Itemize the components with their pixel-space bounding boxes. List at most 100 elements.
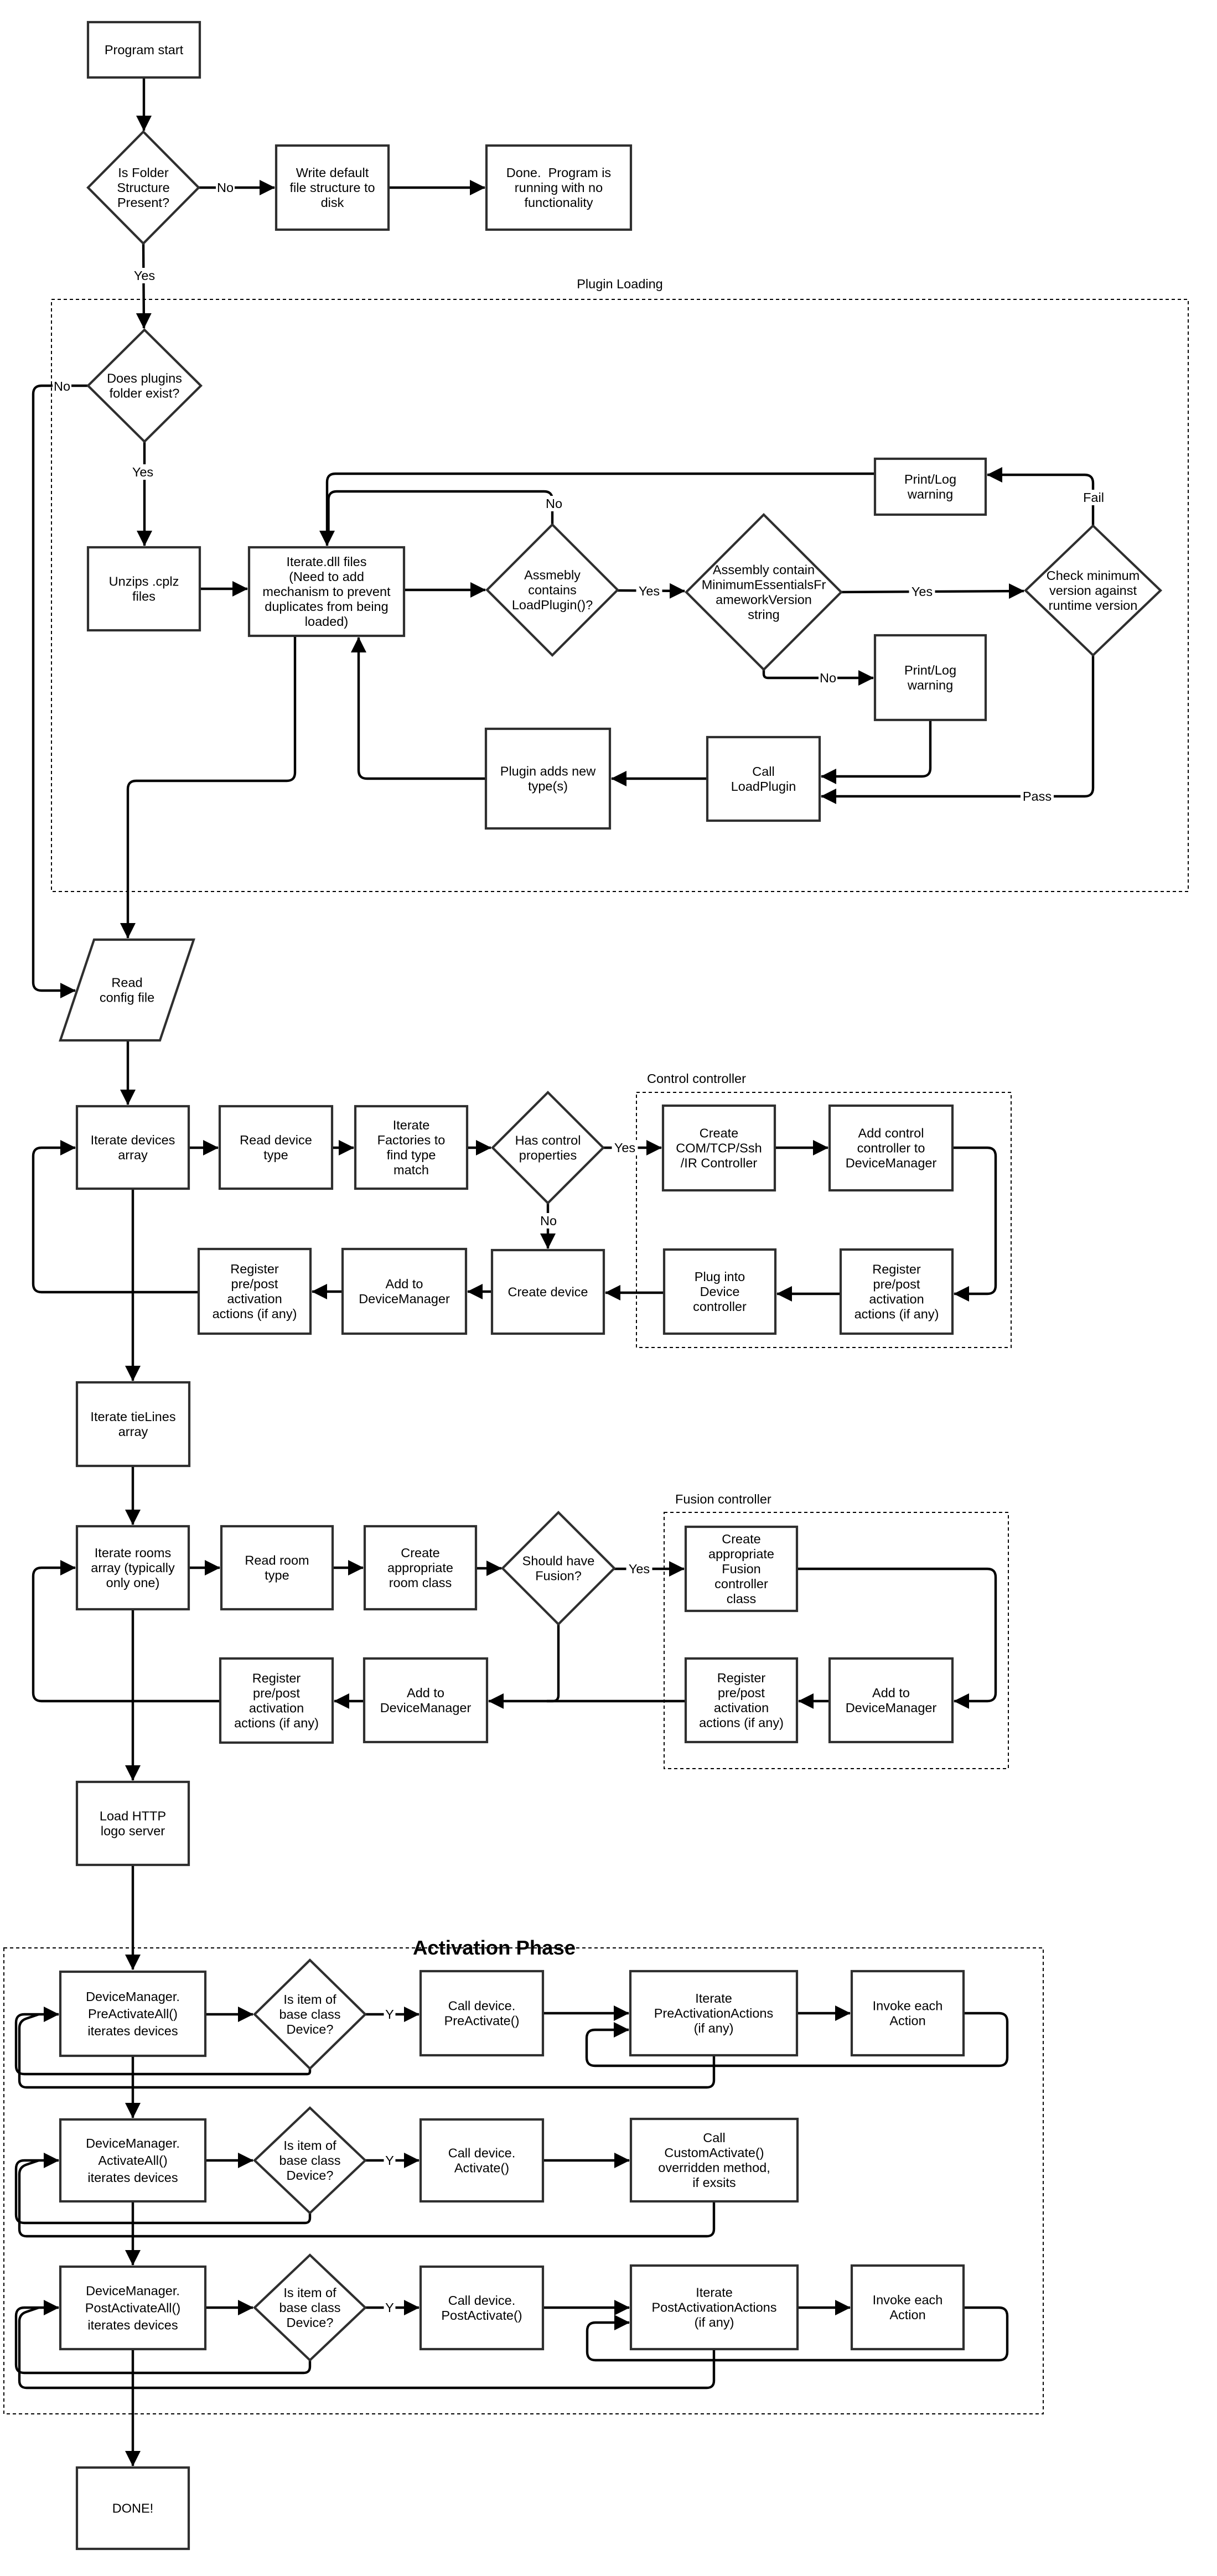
svg-text:Fusion: Fusion (722, 1562, 761, 1576)
svg-text:PreActivate(): PreActivate() (444, 2014, 520, 2028)
svg-text:PreActivationActions: PreActivationActions (654, 2006, 774, 2020)
svg-text:files: files (132, 589, 156, 604)
svg-text:Call: Call (752, 764, 774, 779)
svg-text:pre/post: pre/post (231, 1277, 278, 1291)
svg-text:Print/Log: Print/Log (904, 472, 956, 486)
svg-text:DeviceManager.: DeviceManager. (86, 2136, 180, 2150)
svg-text:Device?: Device? (287, 2315, 334, 2330)
svg-text:Read: Read (111, 976, 142, 990)
svg-text:No: No (540, 1214, 557, 1228)
svg-text:Yes: Yes (639, 584, 660, 598)
svg-text:Call device.: Call device. (448, 2293, 515, 2308)
svg-text:Register: Register (717, 1671, 766, 1685)
svg-text:logo server: logo server (101, 1824, 165, 1838)
svg-text:Write default: Write default (296, 165, 369, 180)
svg-text:DeviceManager: DeviceManager (846, 1701, 937, 1715)
svg-text:array: array (118, 1148, 148, 1162)
svg-text:Factories to: Factories to (377, 1133, 446, 1147)
svg-text:Activate(): Activate() (454, 2161, 509, 2175)
svg-text:overridden method,: overridden method, (658, 2160, 770, 2175)
svg-text:Control controller: Control controller (647, 1071, 746, 1086)
svg-text:(Need to add: (Need to add (289, 569, 364, 584)
svg-text:Fusion?: Fusion? (535, 1569, 582, 1583)
svg-text:Device?: Device? (287, 2168, 334, 2183)
svg-text:folder exist?: folder exist? (110, 386, 180, 401)
svg-text:controller to: controller to (857, 1141, 925, 1155)
svg-text:class: class (727, 1592, 757, 1606)
svg-text:Yes: Yes (912, 584, 933, 599)
svg-text:iterates devices: iterates devices (87, 2170, 178, 2185)
svg-text:pre/post: pre/post (873, 1277, 920, 1292)
svg-text:Iterate: Iterate (696, 2285, 733, 2300)
svg-text:CustomActivate(): CustomActivate() (664, 2145, 764, 2160)
svg-text:Iterate: Iterate (695, 1991, 732, 2005)
svg-text:DONE!: DONE! (112, 2501, 153, 2516)
svg-text:actions (if any): actions (if any) (699, 1715, 784, 1730)
svg-text:properties: properties (519, 1148, 577, 1163)
svg-text:Y: Y (385, 2007, 394, 2022)
svg-text:match: match (393, 1163, 429, 1177)
svg-text:controller: controller (693, 1299, 747, 1314)
svg-text:PostActivationActions: PostActivationActions (652, 2300, 777, 2315)
svg-text:pre/post: pre/post (718, 1686, 765, 1700)
svg-text:actions (if any): actions (if any) (234, 1716, 319, 1730)
svg-text:loaded): loaded) (305, 614, 348, 629)
svg-text:Read device: Read device (240, 1133, 312, 1147)
svg-text:Load HTTP: Load HTTP (100, 1809, 166, 1823)
svg-text:Assembly contain: Assembly contain (713, 563, 815, 577)
svg-text:Fusion controller: Fusion controller (675, 1492, 771, 1506)
svg-text:PostActivate(): PostActivate() (441, 2308, 522, 2323)
svg-text:Create: Create (401, 1546, 440, 1560)
svg-text:running with no: running with no (515, 180, 603, 195)
svg-text:(if any): (if any) (695, 2315, 734, 2330)
svg-text:Iterate tieLines: Iterate tieLines (90, 1409, 175, 1424)
svg-text:COM/TCP/Ssh: COM/TCP/Ssh (676, 1141, 762, 1155)
svg-text:Is item of: Is item of (283, 1992, 336, 2007)
svg-text:warning: warning (907, 487, 953, 501)
svg-text:Register: Register (230, 1262, 279, 1276)
svg-text:(if any): (if any) (694, 2021, 734, 2035)
svg-text:ameworkVersion: ameworkVersion (716, 593, 812, 607)
svg-text:only one): only one) (106, 1575, 160, 1590)
svg-text:mechanism to prevent: mechanism to prevent (262, 584, 391, 599)
svg-text:Y: Y (385, 2153, 394, 2168)
svg-text:base class: base class (279, 2007, 340, 2022)
svg-text:Action: Action (889, 2014, 925, 2028)
svg-text:activation: activation (227, 1292, 282, 1306)
svg-text:DeviceManager.: DeviceManager. (86, 2284, 180, 2298)
svg-text:appropriate: appropriate (708, 1547, 774, 1561)
svg-text:Check minimum: Check minimum (1047, 568, 1140, 583)
svg-text:MinimumEssentialsFr: MinimumEssentialsFr (702, 578, 826, 592)
svg-text:Is Folder: Is Folder (118, 165, 169, 180)
svg-text:Fail: Fail (1083, 490, 1104, 505)
svg-text:actions (if any): actions (if any) (213, 1307, 297, 1321)
svg-text:array (typically: array (typically (91, 1561, 175, 1575)
svg-text:Add to: Add to (872, 1686, 910, 1700)
svg-text:base class: base class (279, 2300, 340, 2315)
svg-text:if exsits: if exsits (692, 2175, 736, 2190)
svg-text:Action: Action (889, 2308, 925, 2322)
svg-text:Activation Phase: Activation Phase (413, 1936, 576, 1959)
svg-text:Plug into: Plug into (695, 1269, 745, 1284)
svg-text:DeviceManager: DeviceManager (359, 1292, 450, 1306)
svg-text:No: No (820, 671, 836, 685)
svg-text:Does plugins: Does plugins (107, 371, 182, 386)
svg-text:Pass: Pass (1023, 789, 1052, 804)
svg-text:Assmebly: Assmebly (524, 568, 581, 582)
svg-text:Call: Call (703, 2131, 725, 2145)
svg-text:type(s): type(s) (528, 779, 568, 794)
svg-text:Read room: Read room (245, 1553, 309, 1568)
svg-text:Create: Create (722, 1532, 761, 1546)
svg-text:Call device.: Call device. (448, 1999, 515, 2013)
svg-text:Invoke each: Invoke each (873, 2293, 943, 2307)
svg-text:actions (if any): actions (if any) (855, 1307, 939, 1321)
svg-text:Create: Create (700, 1126, 739, 1141)
svg-text:Register: Register (872, 1262, 921, 1277)
svg-text:Add to: Add to (386, 1277, 423, 1291)
svg-text:Device?: Device? (287, 2022, 334, 2036)
svg-text:No: No (54, 379, 70, 393)
svg-text:string: string (748, 608, 779, 622)
svg-text:DeviceManager: DeviceManager (846, 1156, 937, 1170)
svg-text:LoadPlugin: LoadPlugin (731, 779, 796, 794)
svg-text:pre/post: pre/post (253, 1686, 300, 1701)
